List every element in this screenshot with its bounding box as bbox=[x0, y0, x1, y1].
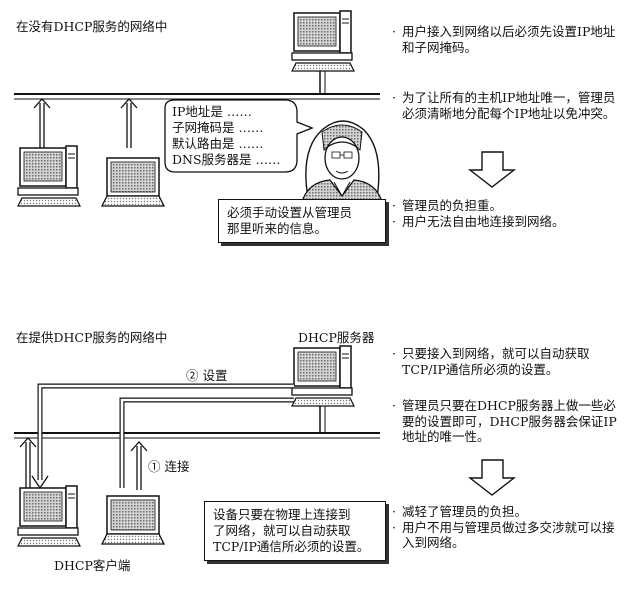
note-text: 为了让所有的主机IP地址唯一，管理员必须清晰地分配每个IP地址以免冲突。 bbox=[402, 90, 616, 121]
bullet: · bbox=[392, 398, 396, 413]
network-line-top bbox=[14, 93, 380, 100]
bubble-line: DNS服务器是 …… bbox=[172, 152, 281, 167]
request-path bbox=[119, 397, 294, 488]
bullet: · bbox=[392, 90, 396, 105]
dhcp-server-label: DHCP服务器 bbox=[298, 330, 375, 345]
bubble-text: IP地址是 …… 子网掩码是 …… 默认路由是 …… DNS服务器是 …… bbox=[172, 104, 281, 168]
bottom-results: · 减轻了管理员的负担。 · 用户不用与管理员做过多交涉就可以接入到网络。 bbox=[392, 504, 624, 551]
top-section-title: 在没有DHCP服务的网络中 bbox=[16, 19, 168, 34]
box-line: 那里听来的信息。 bbox=[227, 221, 328, 236]
dhcp-client-label: DHCP客户端 bbox=[54, 558, 131, 573]
bubble-line: 默认路由是 …… bbox=[172, 136, 264, 151]
speech-bubble-top bbox=[164, 99, 314, 173]
bottom-note-2: · 管理员只要在DHCP服务器上做一些必要的设置即可，DHCP服务器会保证IP地址… bbox=[392, 398, 626, 445]
top-results: · 管理员的负担重。 · 用户无法自由地连接到网络。 bbox=[392, 198, 622, 229]
result-arrow-bottom bbox=[467, 459, 517, 496]
bottom-note-1: · 只要接入到网络，就可以自动获取TCP/IP通信所必须的设置。 bbox=[392, 346, 624, 377]
result-text: 减轻了管理员的负担。 bbox=[402, 504, 528, 519]
bullet: · bbox=[392, 198, 396, 213]
bullet: · bbox=[392, 346, 396, 361]
top-note-1: · 用户接入到网络以后必须先设置IP地址和子网掩码。 bbox=[392, 24, 616, 55]
connect-arrow-2 bbox=[130, 441, 148, 490]
network-line-bottom bbox=[14, 432, 380, 439]
computer-icon bbox=[291, 10, 355, 72]
result-arrow-top bbox=[467, 151, 517, 188]
computer-icon bbox=[17, 485, 81, 547]
upload-arrow-2 bbox=[120, 98, 138, 148]
manual-setting-box: 必须手动设置从管理员 那里听来的信息。 bbox=[218, 199, 386, 243]
result-text: 用户不用与管理员做过多交涉就可以接入到网络。 bbox=[402, 519, 615, 551]
result-text: 用户无法自由地连接到网络。 bbox=[402, 213, 565, 229]
result-text: 管理员的负担重。 bbox=[402, 198, 503, 213]
dhcp-server-icon bbox=[291, 345, 355, 407]
box-line: 了网络，就可以自动获取 bbox=[213, 523, 351, 538]
auto-setting-box: 设备只要在物理上连接到 了网络，就可以自动获取 TCP/IP通信所必须的设置。 bbox=[204, 501, 386, 561]
computer-icon bbox=[17, 145, 81, 207]
laptop-icon bbox=[101, 157, 165, 207]
administrator-icon bbox=[301, 120, 383, 203]
note-text: 只要接入到网络，就可以自动获取TCP/IP通信所必须的设置。 bbox=[402, 346, 590, 377]
box-line: 必须手动设置从管理员 bbox=[227, 205, 353, 220]
top-note-2: · 为了让所有的主机IP地址唯一，管理员必须清晰地分配每个IP地址以免冲突。 bbox=[392, 90, 616, 121]
note-text: 用户接入到网络以后必须先设置IP地址和子网掩码。 bbox=[402, 24, 616, 55]
note-text: 管理员只要在DHCP服务器上做一些必要的设置即可，DHCP服务器会保证IP地址的… bbox=[402, 398, 617, 444]
bullet: · bbox=[392, 504, 396, 519]
box-line: TCP/IP通信所必须的设置。 bbox=[213, 539, 370, 554]
bullet: · bbox=[392, 24, 396, 39]
step-2-label: ② 设置 bbox=[186, 368, 228, 383]
bottom-section-title: 在提供DHCP服务的网络中 bbox=[16, 330, 168, 345]
bubble-line: 子网掩码是 …… bbox=[172, 120, 264, 135]
server-link-top bbox=[319, 71, 326, 94]
server-link-bottom bbox=[319, 405, 326, 433]
bubble-line: IP地址是 …… bbox=[172, 104, 252, 119]
connect-arrow-1 bbox=[19, 437, 37, 488]
step-1-label: ① 连接 bbox=[148, 459, 190, 474]
bullet: · bbox=[392, 213, 396, 229]
laptop-icon bbox=[101, 495, 165, 545]
bullet: · bbox=[392, 519, 396, 535]
box-line: 设备只要在物理上连接到 bbox=[213, 507, 351, 522]
upload-arrow-1 bbox=[33, 98, 51, 148]
